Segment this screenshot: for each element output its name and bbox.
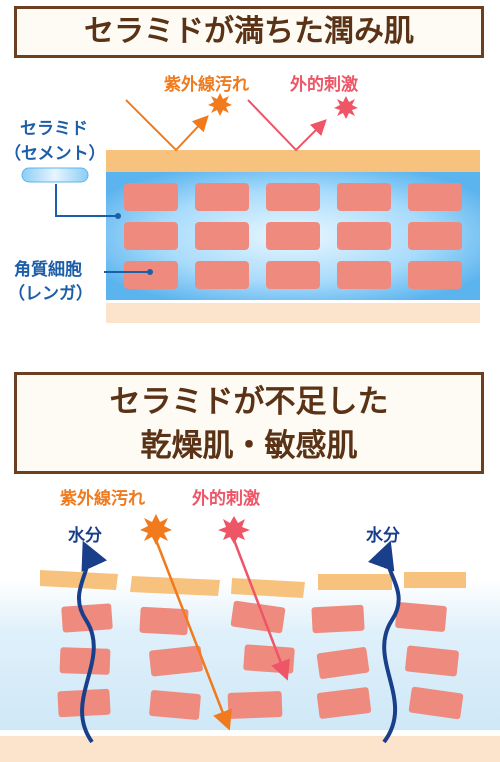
ceramide-pointer-line [55, 184, 118, 217]
ceramide-label-line2: （セメント） [4, 144, 106, 164]
broken-surface-top [40, 570, 466, 598]
title-dry-skin: セラミドが不足した 乾燥肌・敏感肌 [14, 372, 484, 474]
brick [408, 261, 462, 289]
ceramide-legend-pill [21, 167, 89, 183]
external-penetrate-arrow [232, 539, 290, 681]
uv-burst-icon-bottom [140, 514, 172, 545]
surface-fragment [318, 574, 392, 590]
surface-fragment [404, 572, 466, 588]
uv-penetrate-arrow [154, 539, 232, 731]
title-dry-skin-line1: セラミドが不足した [109, 384, 389, 420]
uv-deflect-arrow [125, 99, 209, 152]
external-burst-icon [334, 96, 358, 119]
brick [124, 183, 178, 211]
brick [408, 686, 464, 720]
uv-label-top: 紫外線汚れ [164, 75, 249, 95]
keratin-pointer-dot [147, 269, 153, 275]
brick [139, 606, 189, 636]
brick [59, 647, 111, 675]
water-escape-arrow-right [368, 540, 401, 744]
brick [266, 222, 320, 250]
keratin-label-line1: 角質細胞 [14, 260, 82, 280]
title-dry-skin-line2: 乾燥肌・敏感肌 [140, 428, 358, 464]
brick-grid-bottom [57, 600, 464, 720]
brick [124, 222, 178, 250]
brick [266, 261, 320, 289]
brick [408, 222, 462, 250]
ceramide-label-line1: セラミド [20, 119, 88, 139]
external-label-top: 外的刺激 [290, 75, 358, 95]
brick [408, 183, 462, 211]
top-skin-surface-layer [106, 150, 480, 172]
title-healthy-skin: セラミドが満ちた潤み肌 [14, 6, 484, 58]
brick-grid-top [124, 183, 462, 289]
water-escape-arrow-left [77, 540, 108, 744]
brick [230, 600, 286, 634]
brick [195, 261, 249, 289]
brick [405, 645, 459, 677]
top-skin-base-layer [106, 303, 480, 323]
surface-fragment [40, 570, 118, 590]
brick [149, 690, 201, 720]
brick [227, 691, 283, 719]
brick [395, 602, 447, 632]
brick [195, 222, 249, 250]
bottom-skin-base-layer [0, 736, 500, 762]
keratin-label-line2: （レンガ） [8, 284, 93, 304]
external-label-bottom: 外的刺激 [192, 489, 260, 509]
brick [124, 261, 178, 289]
brick [266, 183, 320, 211]
brick [149, 645, 203, 677]
external-burst-icon-bottom [218, 516, 250, 544]
brick [311, 604, 365, 634]
external-deflect-arrow [247, 99, 327, 152]
brick [243, 644, 295, 674]
brick [195, 183, 249, 211]
brick [337, 261, 391, 289]
brick [337, 222, 391, 250]
brick [316, 687, 372, 719]
brick [316, 647, 370, 679]
uv-label-bottom: 紫外線汚れ [60, 489, 145, 509]
brick [337, 183, 391, 211]
uv-burst-icon [208, 93, 232, 116]
ceramide-pointer-dot [115, 213, 121, 219]
